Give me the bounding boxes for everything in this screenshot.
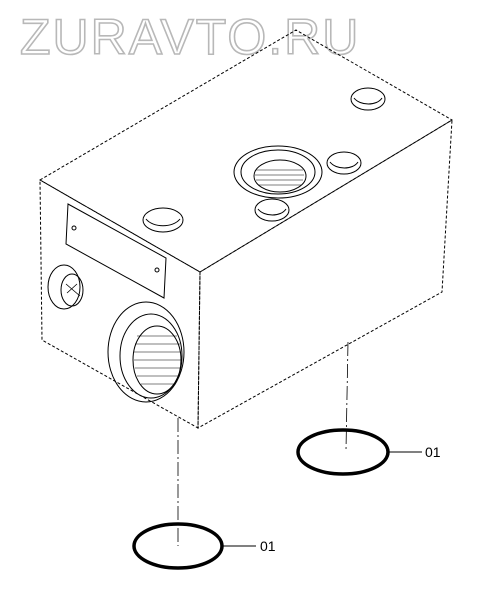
leader-lines <box>222 451 422 547</box>
side-port-small <box>47 264 84 310</box>
side-port-large <box>107 301 185 403</box>
top-port-small-2 <box>326 151 362 175</box>
watermark-text: ZURAVTO.RU <box>20 9 360 65</box>
center-lines <box>177 341 349 546</box>
nameplate <box>65 203 167 299</box>
top-port-small-4 <box>142 207 184 233</box>
top-port-small-1 <box>350 87 386 111</box>
callout-label-upper: 01 <box>425 444 441 460</box>
block-top-face <box>39 29 453 273</box>
block-right-face <box>197 119 453 429</box>
top-port-large <box>233 145 323 199</box>
o-ring-upper <box>296 428 390 476</box>
block-left-face <box>39 179 201 429</box>
top-port-small-3 <box>254 198 290 222</box>
valve-block-icon <box>39 29 453 429</box>
callout-label-lower: 01 <box>260 538 276 554</box>
